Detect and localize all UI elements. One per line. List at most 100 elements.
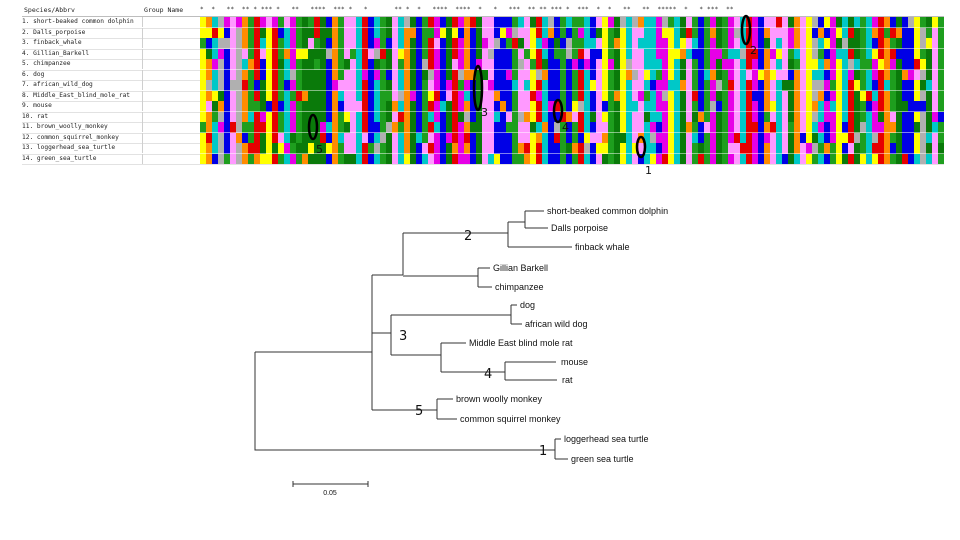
residue-cell: [338, 80, 345, 91]
residue-cell: [770, 90, 777, 101]
residue-cell: [806, 17, 813, 28]
residue-cell: [848, 80, 855, 91]
residue-cell: [506, 27, 513, 38]
residue-cell: [650, 132, 657, 143]
residue-cell: [608, 38, 615, 49]
residue-cell: [356, 48, 363, 59]
residue-cell: [836, 143, 843, 154]
residue-cell: [644, 69, 651, 80]
residue-cell: [884, 153, 891, 164]
residue-cell: [266, 69, 273, 80]
residue-cell: [866, 27, 873, 38]
residue-cell: [884, 69, 891, 80]
residue-cell: [830, 59, 837, 70]
residue-cell: [236, 48, 243, 59]
residue-cell: [218, 122, 225, 133]
residue-cell: [446, 90, 453, 101]
residue-cell: [380, 153, 387, 164]
residue-cell: [908, 27, 915, 38]
residue-cell: [506, 143, 513, 154]
residue-cell: [440, 27, 447, 38]
residue-cell: [662, 69, 669, 80]
residue-cell: [500, 132, 507, 143]
residue-cell: [734, 143, 741, 154]
sequence-track: [200, 122, 944, 133]
residue-cell: [878, 69, 885, 80]
residue-cell: [494, 90, 501, 101]
residue-cell: [452, 132, 459, 143]
residue-cell: [296, 69, 303, 80]
residue-cell: [794, 69, 801, 80]
residue-cell: [638, 143, 645, 154]
residue-cell: [206, 27, 213, 38]
residue-cell: [320, 101, 327, 112]
residue-cell: [404, 27, 411, 38]
residue-cell: [560, 132, 567, 143]
residue-cell: [872, 80, 879, 91]
residue-cell: [788, 153, 795, 164]
residue-cell: [902, 153, 909, 164]
residue-cell: [374, 143, 381, 154]
residue-cell: [308, 143, 315, 154]
residue-cell: [560, 111, 567, 122]
residue-cell: [524, 101, 531, 112]
residue-cell: [722, 153, 729, 164]
residue-cell: [830, 69, 837, 80]
residue-cell: [662, 101, 669, 112]
residue-cell: [338, 17, 345, 28]
residue-cell: [698, 80, 705, 91]
residue-cell: [344, 122, 351, 133]
residue-cell: [308, 153, 315, 164]
residue-cell: [776, 111, 783, 122]
residue-cell: [800, 48, 807, 59]
residue-cell: [332, 111, 339, 122]
residue-cell: [710, 69, 717, 80]
residue-cell: [524, 132, 531, 143]
residue-cell: [446, 27, 453, 38]
residue-cell: [812, 38, 819, 49]
residue-cell: [320, 80, 327, 91]
residue-cell: [656, 80, 663, 91]
residue-cell: [728, 90, 735, 101]
residue-cell: [530, 38, 537, 49]
residue-cell: [350, 132, 357, 143]
alignment-row: 2. Dalls_porpoise: [22, 27, 944, 39]
residue-cell: [710, 80, 717, 91]
residue-cell: [218, 17, 225, 28]
residue-cell: [302, 153, 309, 164]
residue-cell: [278, 90, 285, 101]
residue-cell: [734, 69, 741, 80]
residue-cell: [230, 80, 237, 91]
residue-cell: [554, 48, 561, 59]
residue-cell: [386, 17, 393, 28]
residue-cell: [230, 17, 237, 28]
residue-cell: [536, 38, 543, 49]
residue-cell: [494, 111, 501, 122]
residue-cell: [734, 122, 741, 133]
residue-cell: [854, 80, 861, 91]
residue-cell: [650, 111, 657, 122]
residue-cell: [908, 59, 915, 70]
residue-cell: [734, 111, 741, 122]
residue-cell: [254, 59, 261, 70]
residue-cell: [368, 17, 375, 28]
residue-cell: [536, 69, 543, 80]
residue-cell: [674, 27, 681, 38]
residue-cell: [710, 48, 717, 59]
residue-cell: [902, 90, 909, 101]
residue-cell: [530, 101, 537, 112]
residue-cell: [452, 17, 459, 28]
residue-cell: [416, 90, 423, 101]
residue-cell: [872, 59, 879, 70]
residue-cell: [704, 90, 711, 101]
residue-cell: [458, 48, 465, 59]
residue-cell: [620, 59, 627, 70]
residue-cell: [734, 38, 741, 49]
residue-cell: [488, 80, 495, 91]
residue-cell: [866, 80, 873, 91]
species-name: 5. chimpanzee: [22, 60, 71, 67]
alignment-row: 13. loggerhead_sea_turtle: [22, 143, 944, 155]
residue-cell: [740, 80, 747, 91]
residue-cell: [548, 101, 555, 112]
residue-cell: [884, 48, 891, 59]
